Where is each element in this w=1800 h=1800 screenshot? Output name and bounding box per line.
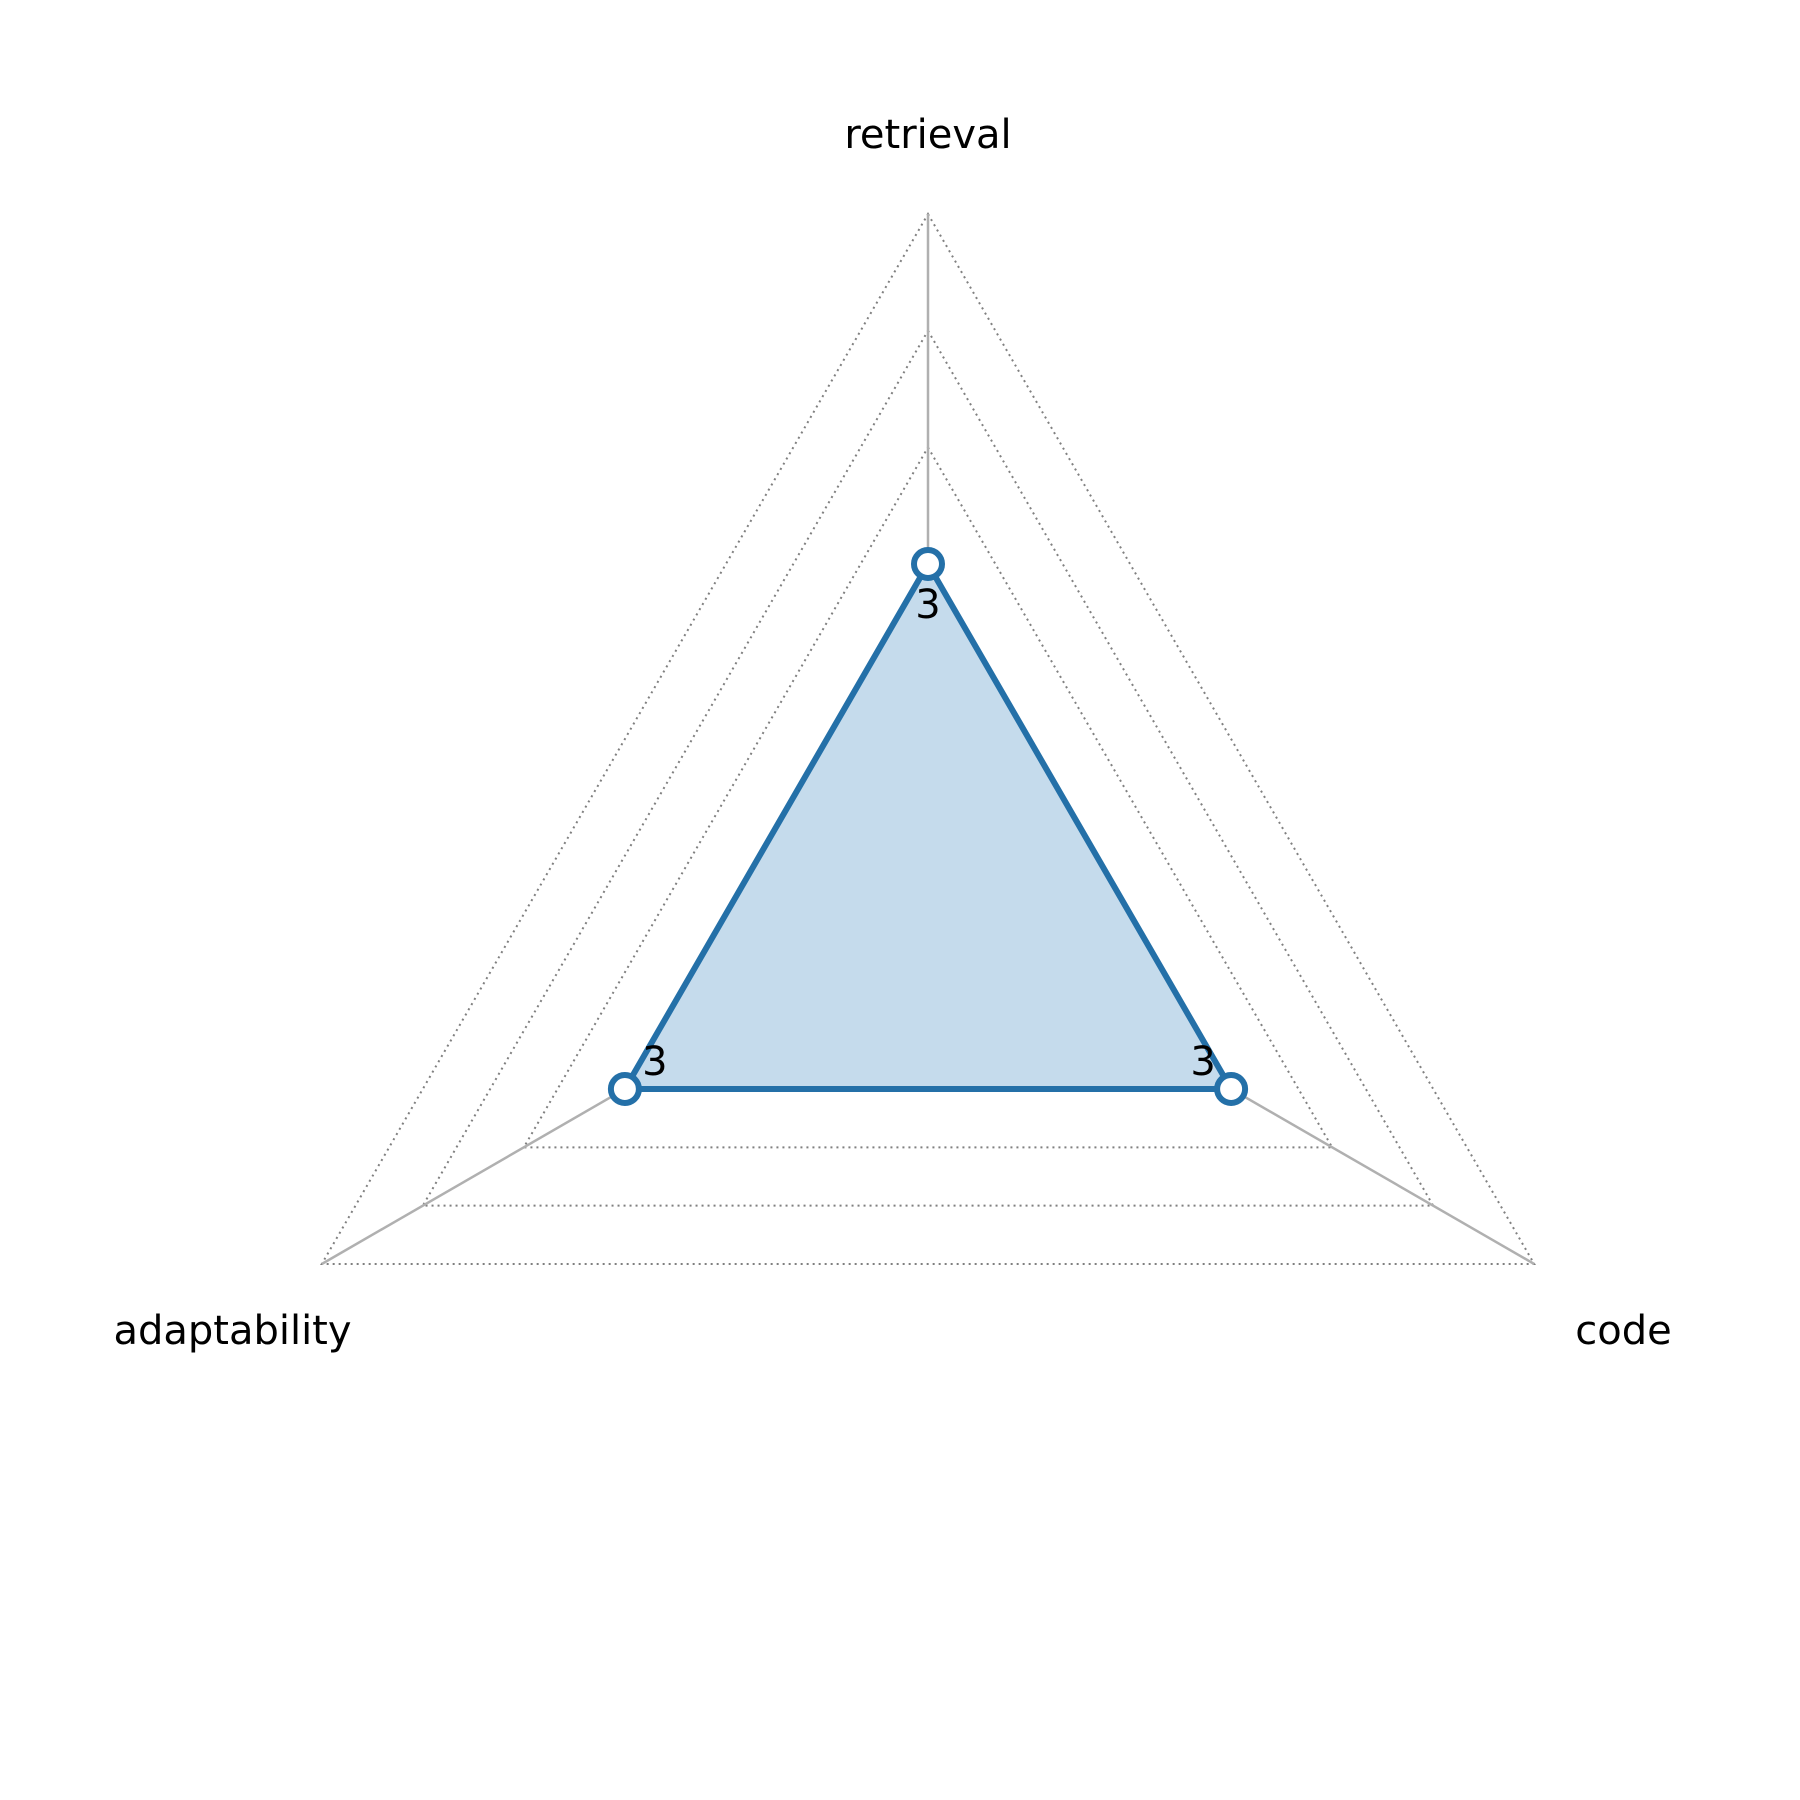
data-label-retrieval: 3 [915,582,940,628]
axis-label-retrieval: retrieval [844,112,1011,158]
data-point-adaptability [607,1072,642,1106]
series-layer [607,547,1249,1106]
axis-label-code: code [1575,1308,1671,1354]
grid-ring [320,211,1536,1265]
grid-ring [522,445,1334,1149]
axis-labels: retrieval code adaptability [113,112,1671,1354]
axis-label-adaptability: adaptability [113,1308,351,1354]
series-area [619,557,1237,1092]
data-label-adaptability: 3 [642,1039,667,1085]
grid-ring [421,328,1435,1207]
data-point-code [1214,1072,1249,1106]
data-label-code: 3 [1190,1039,1215,1085]
data-point-retrieval [911,547,945,581]
data-labels: 3 3 3 [642,582,1216,1085]
